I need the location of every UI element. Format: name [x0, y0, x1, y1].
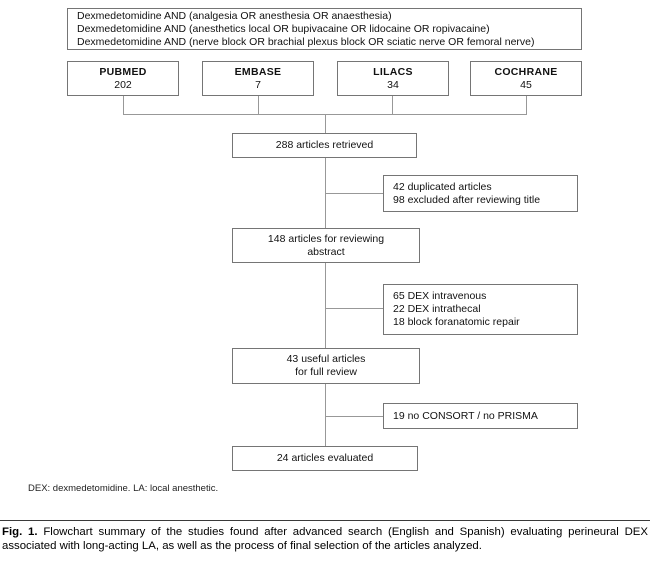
excluded-box-3: 19 no CONSORT / no PRISMA: [383, 403, 578, 429]
excluded-3-text: 19 no CONSORT / no PRISMA: [393, 409, 538, 422]
database-name: PUBMED: [99, 65, 147, 78]
query-line-2: Dexmedetomidine AND (anesthetics local O…: [77, 22, 490, 35]
branch-excluded-2: [326, 308, 383, 309]
excluded-2-line-3: 18 block foranatomic repair: [393, 316, 520, 328]
database-count: 202: [114, 78, 132, 91]
connector-stub-lilacs: [392, 96, 393, 114]
database-box-pubmed: PUBMED 202: [67, 61, 179, 96]
spine-segment-2: [325, 263, 326, 348]
query-line-3: Dexmedetomidine AND (nerve block OR brac…: [77, 35, 535, 48]
excluded-1-line-1: 42 duplicated articles: [393, 180, 492, 193]
database-count: 34: [387, 78, 399, 91]
figure-caption-label: Fig. 1.: [2, 526, 38, 538]
excluded-box-2: 65 DEX intravenous 22 DEX intrathecal 18…: [383, 284, 578, 335]
excluded-2-line-1: 65 DEX intravenous: [393, 290, 487, 302]
search-query-box: Dexmedetomidine AND (analgesia OR anesth…: [67, 8, 582, 50]
database-name: EMBASE: [234, 65, 282, 78]
database-count: 45: [520, 78, 532, 91]
database-name: COCHRANE: [494, 65, 558, 78]
database-count: 7: [255, 78, 261, 91]
abstract-line-2: abstract: [307, 245, 345, 258]
connector-stub-cochrane: [526, 96, 527, 114]
spine-segment-3: [325, 384, 326, 446]
evaluated-box: 24 articles evaluated: [232, 446, 418, 471]
query-line-1: Dexmedetomidine AND (analgesia OR anesth…: [77, 9, 392, 22]
figure-caption: Fig. 1. Flowchart summary of the studies…: [2, 526, 648, 553]
connector-drop-retrieved: [325, 114, 326, 133]
figure-caption-text: Flowchart summary of the studies found a…: [2, 526, 648, 552]
excluded-box-1: 42 duplicated articles 98 excluded after…: [383, 175, 578, 212]
connector-stub-embase: [258, 96, 259, 114]
excluded-1-line-2: 98 excluded after reviewing title: [393, 193, 541, 206]
spine-segment-1: [325, 158, 326, 228]
database-box-cochrane: COCHRANE 45: [470, 61, 582, 96]
connector-stub-pubmed: [123, 96, 124, 114]
retrieved-box: 288 articles retrieved: [232, 133, 417, 158]
abstract-review-box: 148 articles for reviewing abstract: [232, 228, 420, 263]
abstract-line-1: 148 articles for reviewing: [267, 232, 385, 245]
full-review-line-2: for full review: [295, 366, 357, 378]
branch-excluded-3: [326, 416, 383, 417]
retrieved-text: 288 articles retrieved: [275, 139, 374, 151]
full-review-box: 43 useful articles for full review: [232, 348, 420, 384]
evaluated-text: 24 articles evaluated: [276, 452, 374, 464]
database-box-embase: EMBASE 7: [202, 61, 314, 96]
abbreviations-footnote: DEX: dexmedetomidine. LA: local anesthet…: [28, 483, 219, 494]
full-review-line-1: 43 useful articles: [286, 353, 366, 365]
database-name: LILACS: [373, 65, 413, 78]
branch-excluded-1: [326, 193, 383, 194]
caption-divider: [0, 520, 650, 521]
database-box-lilacs: LILACS 34: [337, 61, 449, 96]
excluded-2-line-2: 22 DEX intrathecal: [393, 303, 481, 315]
